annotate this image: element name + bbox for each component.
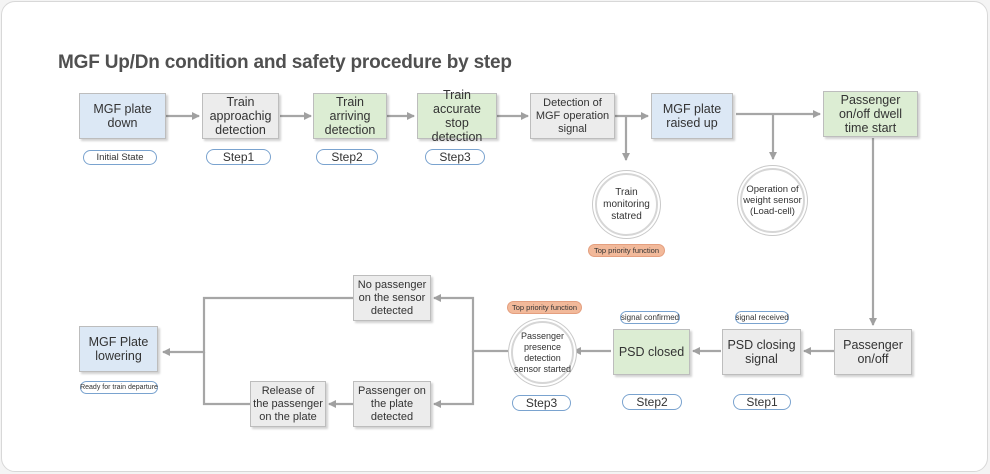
top-priority-badge-2: Top priority function — [507, 301, 582, 314]
dwell-time-start-box: Passenger on/off dwell time start — [823, 91, 918, 137]
arrow-presence-to-no-passenger — [433, 294, 508, 353]
top-step2-label: Step2 — [316, 149, 378, 165]
ready-departure-label: Ready for train departure — [80, 381, 158, 394]
arrow-presence-to-on-plate — [433, 351, 475, 408]
train-accurate-stop-box: Train accurate stop detection — [417, 88, 497, 144]
arrow-release-to-loop — [202, 352, 250, 406]
top-step3-label: Step3 — [425, 149, 485, 165]
top-priority-badge-1: Top priority function — [588, 244, 665, 257]
presence-detection-circle: Passenger presence detection sensor star… — [511, 321, 574, 384]
top-step1-label: Step1 — [206, 149, 271, 165]
mgf-plate-lowering-box: MGF Plate lowering — [79, 326, 158, 372]
signal-confirmed-label: signal confirmed — [620, 311, 680, 324]
train-approaching-box: Train approachig detection — [202, 93, 279, 139]
weight-sensor-circle: Operation of weight sensor (Load-cell) — [740, 168, 805, 233]
no-passenger-box: No passenger on the sensor detected — [353, 275, 431, 321]
psd-closing-signal-box: PSD closing signal — [722, 329, 801, 375]
detection-mgf-signal-box: Detection of MGF operation signal — [530, 93, 615, 139]
bottom-step3-label: Step3 — [512, 395, 571, 411]
train-monitoring-circle: Train monitoring statred — [595, 173, 658, 236]
mgf-plate-down-box: MGF plate down — [79, 93, 166, 139]
train-arriving-box: Train arriving detection — [313, 93, 387, 139]
mgf-plate-raised-box: MGF plate raised up — [651, 93, 733, 139]
arrow-no-passenger-to-lowering — [162, 296, 353, 356]
bottom-step2-label: Step2 — [622, 394, 682, 410]
page-title: MGF Up/Dn condition and safety procedure… — [58, 52, 512, 73]
signal-received-label: signal received — [735, 311, 789, 324]
passenger-on-plate-box: Passenger on the plate detected — [353, 381, 431, 427]
psd-closed-box: PSD closed — [613, 329, 690, 375]
passenger-onoff-box: Passenger on/off — [834, 329, 912, 375]
release-passenger-box: Release of the passenger on the plate — [250, 381, 326, 427]
bottom-step1-label: Step1 — [733, 394, 791, 410]
initial-state-label: Initial State — [83, 150, 157, 165]
